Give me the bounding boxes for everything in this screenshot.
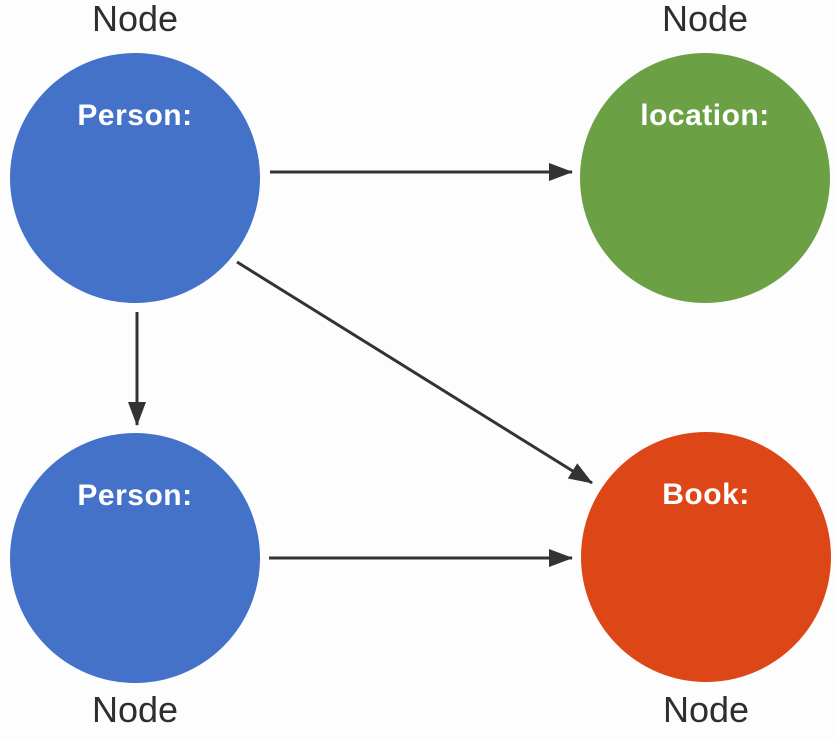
- node-caption-book-bottom-right: Node: [662, 689, 750, 730]
- node-caption-person-bottom-left: Node: [91, 689, 179, 730]
- node-caption-location-top-right: Node: [661, 0, 749, 39]
- node-label-person-bottom-left: Person:: [77, 479, 193, 512]
- edge-person-top-to-book: [236, 260, 593, 485]
- node-location-top-right: location:: [580, 53, 830, 303]
- node-book-bottom-right: Book:: [581, 432, 831, 682]
- node-label-book-bottom-right: Book:: [662, 478, 750, 511]
- node-label-person-top-left: Person:: [77, 99, 193, 132]
- node-person-top-left: Person:: [10, 53, 260, 303]
- node-label-location-top-right: location:: [640, 99, 770, 132]
- node-person-bottom-left: Person:: [10, 433, 260, 683]
- node-caption-person-top-left: Node: [91, 0, 179, 39]
